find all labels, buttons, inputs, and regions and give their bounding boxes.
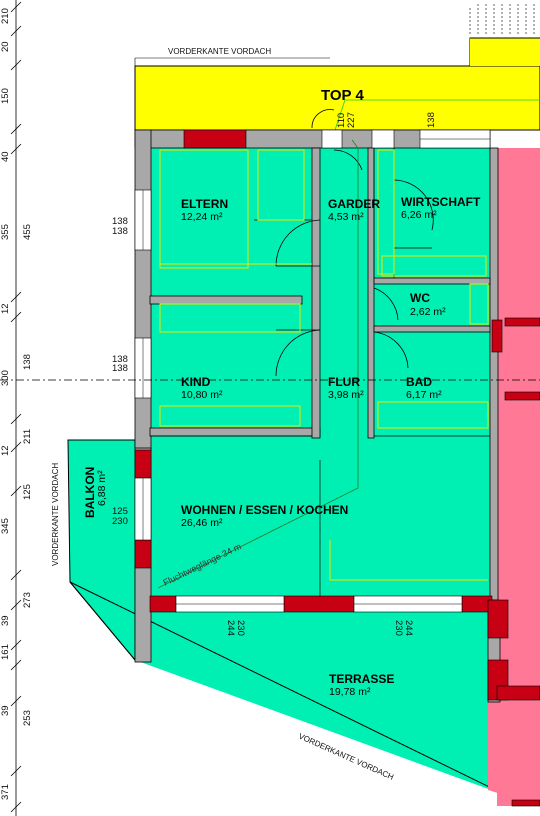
- left-dim-8: 138: [22, 354, 33, 370]
- room-balkon-name: BALKON: [83, 467, 97, 518]
- note-vorderkante-top: VORDERKANTE VORDACH: [168, 47, 271, 56]
- left-dim-0: 210: [0, 8, 11, 24]
- dim-bottom-b-2: 230: [393, 620, 404, 636]
- left-dim-16: 39: [0, 705, 11, 716]
- unit-title: TOP 4: [321, 87, 364, 104]
- room-terrasse-area: 19,78 m²: [329, 686, 371, 698]
- dim-wohnen-a: 125: [112, 506, 128, 517]
- dim-kind-a: 138: [112, 354, 128, 365]
- room-kind-name: KIND: [181, 375, 211, 389]
- left-dim-ticks: [10, 1, 22, 813]
- neighbor-lower: [488, 700, 540, 806]
- left-dim-10: 211: [22, 429, 33, 444]
- dim-top-b: 227: [346, 112, 357, 128]
- left-dim-17: 253: [22, 710, 33, 726]
- left-dim-5: 455: [22, 224, 33, 240]
- dim-top-a: 110: [336, 113, 347, 128]
- room-flur-name: FLUR: [328, 375, 360, 389]
- apartment-floor: [150, 148, 497, 598]
- dim-wohnen-b: 230: [112, 516, 128, 527]
- room-terrasse-name: TERRASSE: [329, 672, 394, 686]
- note-vorderkante-left: VORDERKANTE VORDACH: [51, 463, 60, 566]
- dim-top-c: 138: [426, 112, 437, 128]
- terrasse-area: [135, 610, 535, 806]
- left-dim-1: 20: [0, 41, 11, 52]
- room-wohnen-area: 26,46 m²: [181, 517, 223, 529]
- roof-canopy: [134, 65, 540, 131]
- roof-hatch: [469, 4, 535, 36]
- left-dim-14: 39: [0, 615, 11, 626]
- room-bad-area: 6,17 m²: [406, 389, 442, 401]
- dim-bottom-b-1: 244: [403, 620, 414, 636]
- left-dim-9: 12: [0, 445, 11, 456]
- left-dim-15: 161: [0, 644, 11, 660]
- left-dimension-labels: 210 20 150 40 355 455 12 300 138 12 211 …: [0, 8, 33, 800]
- room-garder-area: 4,53 m²: [328, 211, 364, 223]
- left-dim-18: 371: [0, 784, 11, 800]
- room-garder-name: GARDER: [328, 197, 380, 211]
- roof-green-line: [334, 99, 540, 131]
- left-dim-12: 345: [0, 518, 11, 534]
- door-swings: [275, 109, 434, 377]
- escape-route: [157, 139, 359, 589]
- room-wc-name: WC: [410, 291, 430, 305]
- window-lines: [142, 138, 490, 605]
- left-dim-11: 125: [22, 484, 33, 500]
- dim-eltern-a: 138: [112, 216, 128, 227]
- dim-bottom-a-2: 230: [235, 620, 246, 636]
- room-wohnen-name: WOHNEN / ESSEN / KOCHEN: [181, 503, 348, 517]
- left-dim-2: 150: [0, 88, 11, 104]
- room-eltern-name: ELTERN: [181, 197, 228, 211]
- room-wirtschaft-name: WIRTSCHAFT: [401, 195, 481, 209]
- room-kind-area: 10,80 m²: [181, 389, 223, 401]
- left-dim-13: 273: [22, 592, 33, 608]
- dim-kind-b: 138: [112, 363, 128, 374]
- room-eltern-area: 12,24 m²: [181, 211, 223, 223]
- dim-bottom-a-1: 244: [225, 620, 236, 636]
- left-dim-4: 355: [0, 224, 11, 240]
- room-balkon-area: 6,88 m²: [96, 470, 108, 506]
- room-wirtschaft-area: 6,26 m²: [401, 209, 437, 221]
- room-flur-area: 3,98 m²: [328, 389, 364, 401]
- left-dim-6: 12: [0, 303, 11, 314]
- room-bad-name: BAD: [406, 375, 432, 389]
- columns: [134, 129, 540, 807]
- furniture: [159, 149, 489, 581]
- left-dim-7: 300: [0, 370, 11, 386]
- roof-step-fill: [470, 38, 540, 66]
- dim-eltern-b: 138: [112, 226, 128, 237]
- room-wc-area: 2,62 m²: [410, 306, 446, 318]
- left-dim-3: 40: [0, 151, 11, 162]
